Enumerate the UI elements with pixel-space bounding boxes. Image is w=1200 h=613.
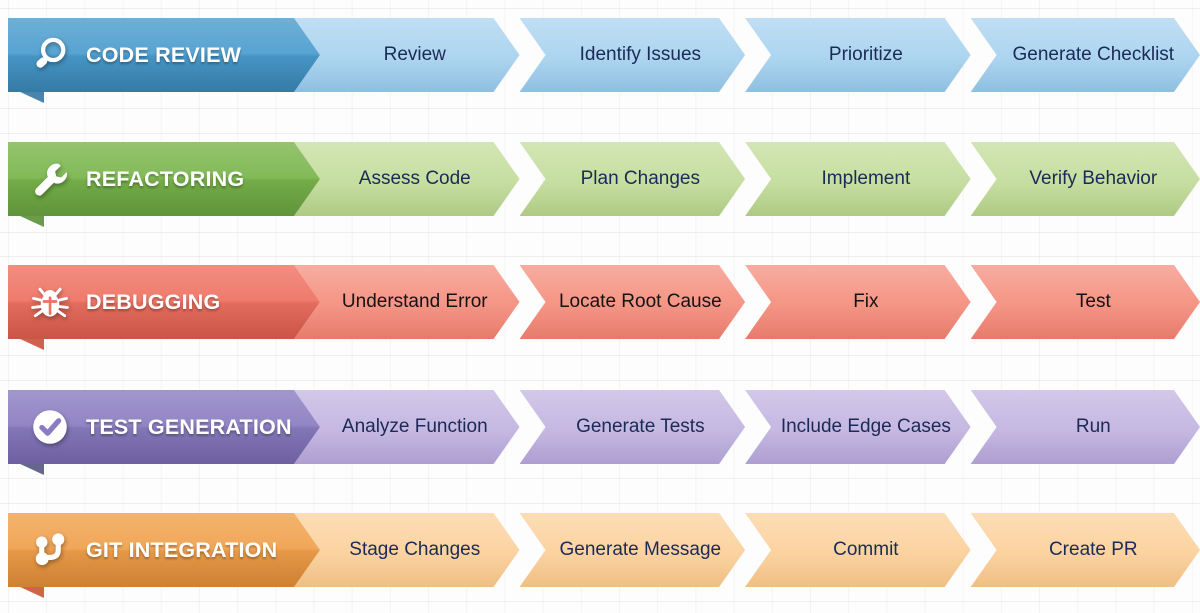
workflow-header-test-generation[interactable]: TEST GENERATION (8, 390, 320, 464)
workflow-header-debugging[interactable]: DEBUGGING (8, 265, 320, 339)
git-branch-icon (26, 526, 74, 574)
workflow-step[interactable]: Include Edge Cases (745, 390, 971, 464)
workflow-step[interactable]: Analyze Function (294, 390, 520, 464)
step-label: Verify Behavior (1029, 168, 1158, 189)
bug-icon (26, 278, 74, 326)
workflow-header-code-review[interactable]: CODE REVIEW (8, 18, 320, 92)
step-label: Generate Checklist (1012, 44, 1175, 65)
workflow-step[interactable]: Understand Error (294, 265, 520, 339)
wrench-icon (26, 155, 74, 203)
background-rule (0, 256, 1200, 257)
workflow-step[interactable]: Locate Root Cause (520, 265, 746, 339)
workflow-row-debugging: DEBUGGING Understand Error Locate Root Cau… (8, 265, 1200, 350)
step-label: Include Edge Cases (780, 416, 951, 437)
step-label: Test (1075, 291, 1111, 312)
workflow-step[interactable]: Identify Issues (520, 18, 746, 92)
workflow-step[interactable]: Generate Tests (520, 390, 746, 464)
step-track: Analyze Function Generate Tests Include Ed… (294, 390, 1200, 464)
step-label: Commit (833, 539, 899, 560)
step-label: Generate Tests (576, 416, 705, 437)
step-track: Stage Changes Generate Message Commit Creat… (294, 513, 1200, 587)
workflow-header-refactoring[interactable]: REFACTORING (8, 142, 320, 216)
background-rule (0, 232, 1200, 233)
banner-tail (18, 338, 44, 350)
workflow-step[interactable]: Plan Changes (520, 142, 746, 216)
workflow-step[interactable]: Commit (745, 513, 971, 587)
workflow-step[interactable]: Generate Message (520, 513, 746, 587)
workflow-title: TEST GENERATION (86, 414, 292, 439)
step-label: Assess Code (358, 168, 471, 189)
workflow-header-git-integration[interactable]: GIT INTEGRATION (8, 513, 320, 587)
step-label: Analyze Function (341, 416, 488, 437)
workflow-row-test-generation: TEST GENERATION Analyze Function Generate … (8, 390, 1200, 475)
background-rule (0, 108, 1200, 109)
banner-tail (18, 463, 44, 475)
banner-tail (18, 91, 44, 103)
workflow-step[interactable]: Stage Changes (294, 513, 520, 587)
step-label: Run (1075, 416, 1111, 437)
banner-tail (18, 586, 44, 598)
workflow-step[interactable]: Fix (745, 265, 971, 339)
background-rule (0, 503, 1200, 504)
workflow-step[interactable]: Test (971, 265, 1200, 339)
workflow-title: REFACTORING (86, 166, 245, 191)
workflow-step[interactable]: Generate Checklist (971, 18, 1200, 92)
workflow-title: CODE REVIEW (86, 42, 242, 67)
step-label: Fix (853, 291, 879, 312)
background-rule (0, 380, 1200, 381)
workflow-step[interactable]: Prioritize (745, 18, 971, 92)
background-rule (0, 601, 1200, 602)
step-track: Assess Code Plan Changes Implement Verify B… (294, 142, 1200, 216)
step-label: Create PR (1048, 539, 1138, 560)
step-label: Identify Issues (579, 44, 702, 65)
step-track: Review Identify Issues Prioritize Generate … (294, 18, 1200, 92)
workflow-title: GIT INTEGRATION (86, 537, 278, 562)
magnifier-icon (26, 31, 74, 79)
workflow-row-code-review: CODE REVIEW Review Identify Issues Prioriti… (8, 18, 1200, 103)
workflow-step[interactable]: Verify Behavior (971, 142, 1200, 216)
background-rule (0, 478, 1200, 479)
workflow-row-refactoring: REFACTORING Assess Code Plan Changes Implem… (8, 142, 1200, 227)
background-rule (0, 355, 1200, 356)
step-label: Implement (821, 168, 911, 189)
step-label: Plan Changes (580, 168, 700, 189)
step-label: Locate Root Cause (558, 291, 722, 312)
background-rule (0, 8, 1200, 9)
workflow-step[interactable]: Create PR (971, 513, 1200, 587)
step-label: Understand Error (341, 291, 488, 312)
workflow-step[interactable]: Run (971, 390, 1200, 464)
workflow-title: DEBUGGING (86, 289, 221, 314)
step-label: Prioritize (828, 44, 903, 65)
check-circle-icon (26, 403, 74, 451)
step-label: Generate Message (559, 539, 722, 560)
step-track: Understand Error Locate Root Cause Fix Test (294, 265, 1200, 339)
workflow-step[interactable]: Review (294, 18, 520, 92)
step-label: Stage Changes (349, 539, 481, 560)
workflow-row-git-integration: GIT INTEGRATION Stage Changes Generate Mes… (8, 513, 1200, 598)
workflow-step[interactable]: Implement (745, 142, 971, 216)
step-label: Review (383, 44, 446, 65)
workflow-step[interactable]: Assess Code (294, 142, 520, 216)
background-rule (0, 133, 1200, 134)
banner-tail (18, 215, 44, 227)
